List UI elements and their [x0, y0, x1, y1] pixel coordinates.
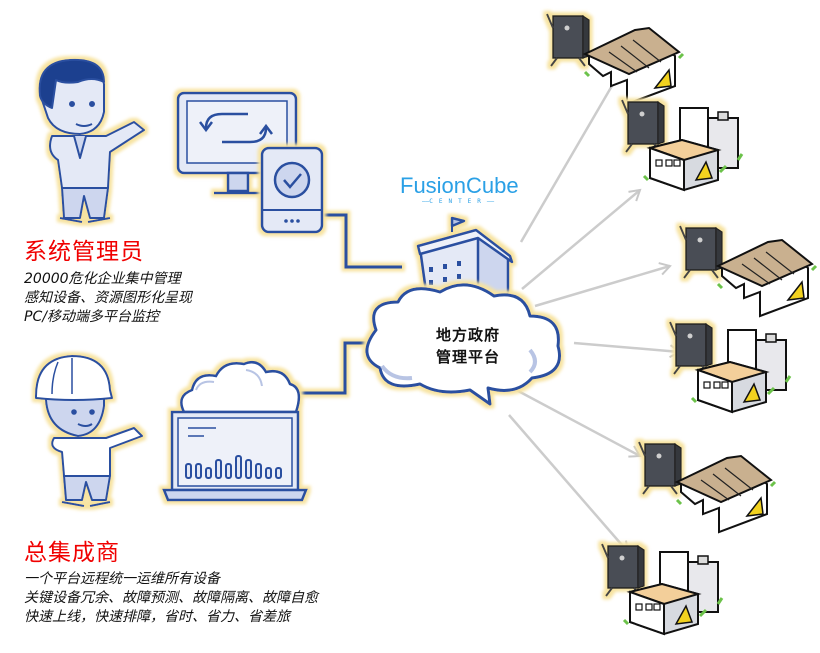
role-desc-line: 感知设备、资源图形化呈现: [24, 290, 192, 306]
role-desc-line: 一个平台远程统一运维所有设备: [24, 571, 220, 587]
warehouse-icon: [674, 454, 777, 534]
laptop-chart-bar: [225, 463, 232, 479]
site-warehouse: [546, 13, 685, 106]
site-chemical-plant: [669, 321, 792, 414]
connector-top: [318, 213, 402, 269]
laptop-chart-bar: [185, 463, 192, 479]
role-title-integrator: 总集成商: [24, 540, 120, 566]
role-title-admin: 系统管理员: [24, 239, 144, 265]
laptop-cloud-icon: [162, 361, 308, 502]
server-cabinet-icon: [546, 13, 590, 67]
laptop-chart-bar: [215, 459, 222, 479]
role-desc-line: PC/移动端多平台监控: [24, 309, 159, 325]
fusioncube-logo-subtitle: ——CENTER——: [422, 198, 495, 205]
laptop-chart-bar: [245, 459, 252, 479]
server-cabinet-icon: [601, 543, 645, 597]
laptop-chart-bar: [255, 463, 262, 479]
laptop-chart-bar: [265, 467, 272, 479]
platform-label-line-1: 地方政府: [435, 326, 500, 344]
connector-lines: [300, 213, 402, 395]
warehouse-icon: [715, 238, 818, 318]
arrow-site-6: [508, 414, 630, 554]
server-cabinet-icon: [621, 99, 665, 153]
engineer-character-icon: [35, 355, 143, 507]
brand-sub-text: CENTER: [429, 198, 487, 205]
platform-label: 地方政府 管理平台: [418, 324, 518, 368]
chemical-plant-icon: [622, 551, 724, 636]
remote-sites: [546, 13, 818, 636]
laptop-chart-bar: [275, 467, 282, 479]
chemical-plant-icon: [690, 329, 792, 414]
arrow-site-2: [521, 188, 642, 290]
site-arrows: [504, 70, 682, 554]
server-cabinet-icon: [669, 321, 713, 375]
server-cabinet-icon: [679, 225, 723, 279]
laptop-bar-chart: [185, 455, 282, 479]
site-warehouse: [679, 225, 818, 318]
role-desc-line: 快速上线，快速排障，省时、省力、省差旅: [24, 609, 290, 625]
server-cabinet-icon: [638, 441, 682, 495]
laptop-chart-bar: [235, 455, 242, 479]
role-desc-line: 关键设备冗余、故障预测、故障隔离、故障自愈: [24, 590, 318, 606]
site-warehouse: [638, 441, 777, 534]
phone-icon: [260, 146, 324, 234]
connector-bottom: [300, 341, 372, 395]
arrow-site-5: [504, 382, 642, 458]
platform-label-line-2: 管理平台: [435, 348, 500, 366]
site-chemical-plant: [601, 543, 724, 636]
admin-character-icon: [38, 58, 145, 223]
fusioncube-logo: FusionCube: [400, 173, 519, 198]
chemical-plant-icon: [642, 107, 744, 192]
laptop-chart-bar: [205, 467, 212, 479]
role-desc-integrator: 一个平台远程统一运维所有设备 关键设备冗余、故障预测、故障隔离、故障自愈 快速上…: [24, 570, 318, 627]
site-chemical-plant: [621, 99, 744, 192]
arrow-site-4: [573, 341, 682, 359]
role-desc-admin: 20000危化企业集中管理 感知设备、资源图形化呈现 PC/移动端多平台监控: [24, 270, 192, 327]
arrow-site-1: [519, 70, 622, 243]
platform-cloud-icon: [365, 283, 561, 406]
arrow-site-3: [534, 262, 672, 308]
warehouse-icon: [582, 26, 685, 106]
role-desc-line: 20000危化企业集中管理: [24, 271, 181, 287]
laptop-chart-bar: [195, 463, 202, 479]
